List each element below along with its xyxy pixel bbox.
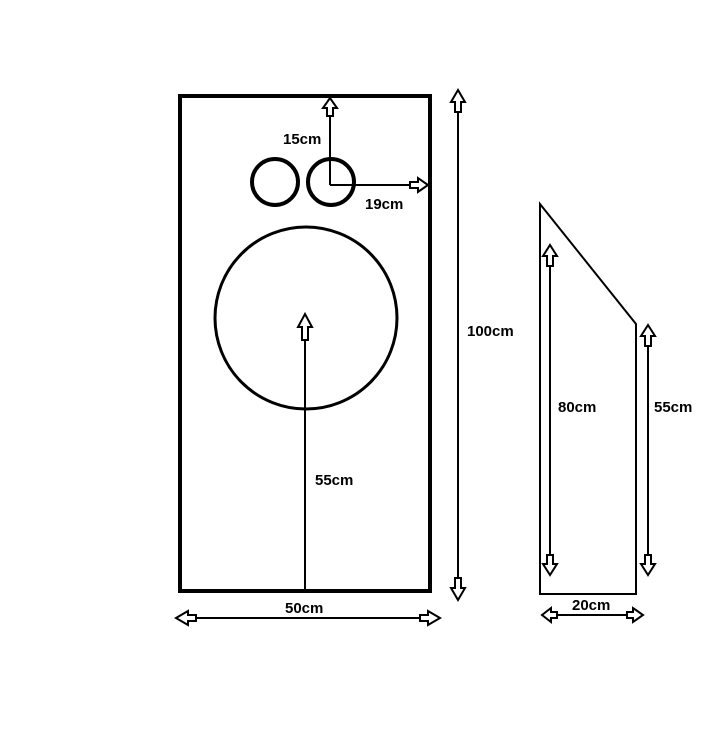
tweeter-left <box>250 157 300 207</box>
front-view: 15cm 19cm 55cm 100cm 50cm <box>174 88 514 627</box>
tweeter-top-offset-label: 15cm <box>283 131 321 148</box>
back-height-arrow <box>639 323 657 577</box>
front-height-label: 80cm <box>558 399 596 416</box>
depth-label: 20cm <box>572 597 610 614</box>
tweeter-side-offset-label: 19cm <box>365 196 403 213</box>
tweeter-top-offset-arrow <box>321 96 339 185</box>
tweeter-side-offset-arrow <box>330 176 430 194</box>
back-height-label: 55cm <box>654 399 692 416</box>
side-panel-outline <box>539 201 637 595</box>
width-dimension-arrow <box>174 609 442 627</box>
woofer-height-arrow <box>296 311 314 591</box>
depth-dimension-arrow <box>540 605 645 625</box>
side-view: 80cm 55cm 20cm <box>539 201 692 625</box>
front-height-arrow <box>541 243 559 577</box>
height-dimension-arrow <box>449 88 467 602</box>
height-label: 100cm <box>467 323 514 340</box>
woofer-height-label: 55cm <box>315 472 353 489</box>
width-label: 50cm <box>285 600 323 617</box>
